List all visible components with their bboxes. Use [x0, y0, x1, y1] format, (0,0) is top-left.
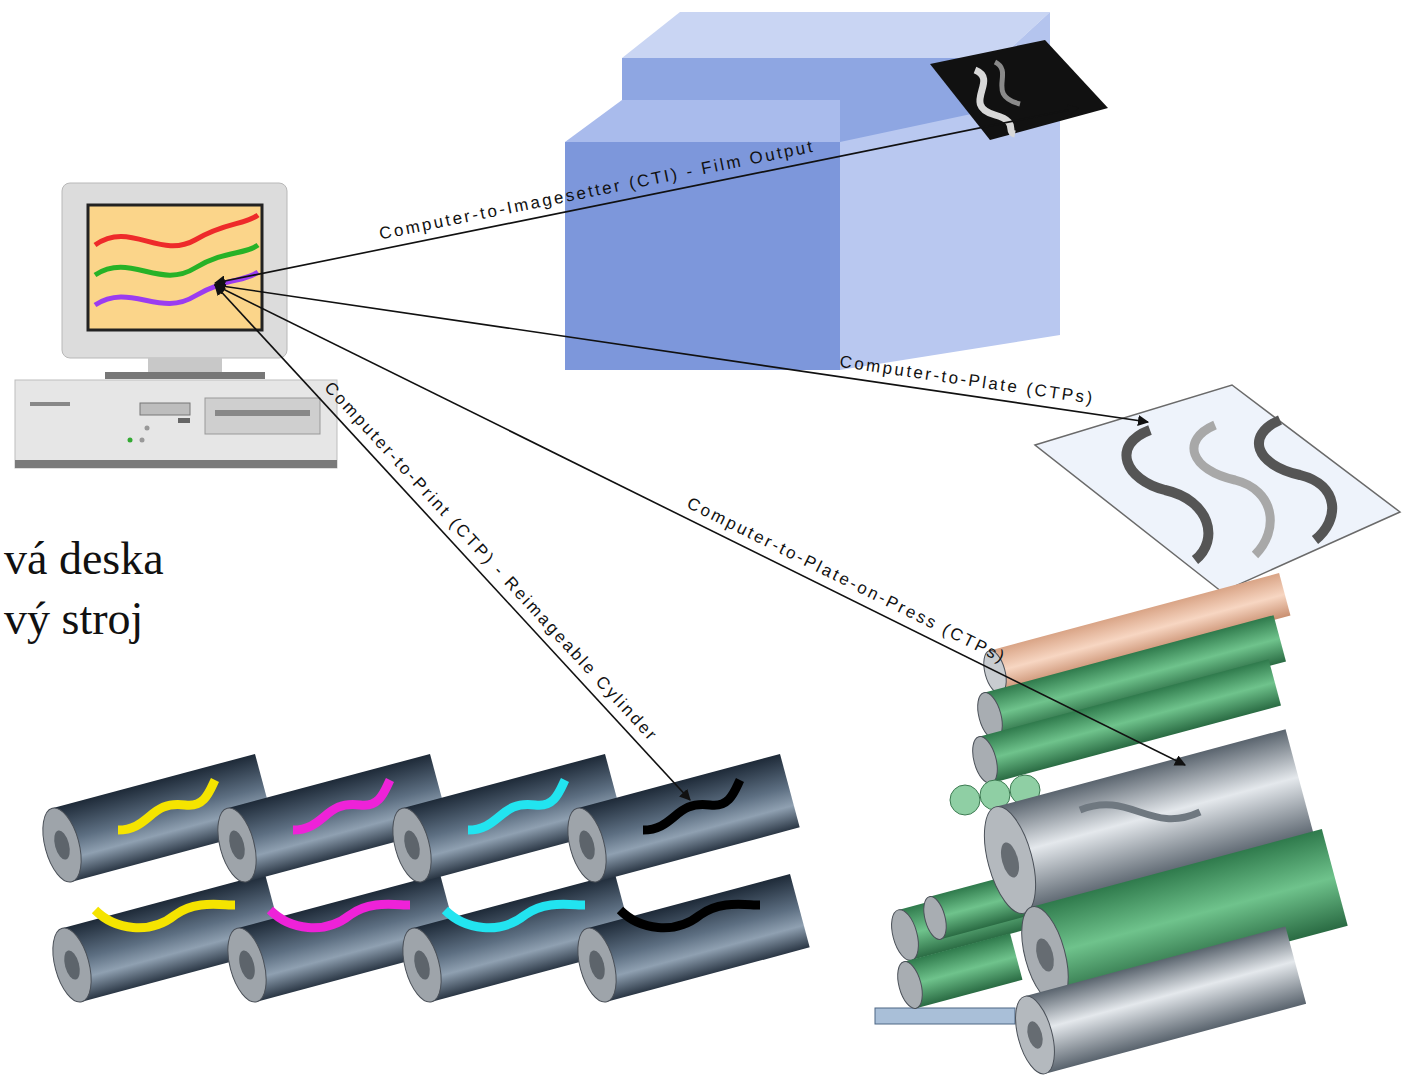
imagesetter	[565, 12, 1108, 370]
arrows	[215, 108, 1185, 800]
slide-text: vý stroj	[4, 594, 143, 645]
arrow-label: Computer-to-Print (CTP) - Reimageable Cy…	[320, 379, 661, 746]
computer	[15, 183, 337, 468]
printing-press	[875, 573, 1348, 1078]
slide-text: vá deska	[4, 534, 164, 585]
printing-plate	[1035, 385, 1400, 592]
arrow-label: Computer-to-Plate (CTPs)	[838, 353, 1095, 409]
arrow-label: Computer-to-Plate-on-Press (CTPs)	[684, 494, 1009, 667]
reimageable-cylinders	[36, 754, 810, 1006]
